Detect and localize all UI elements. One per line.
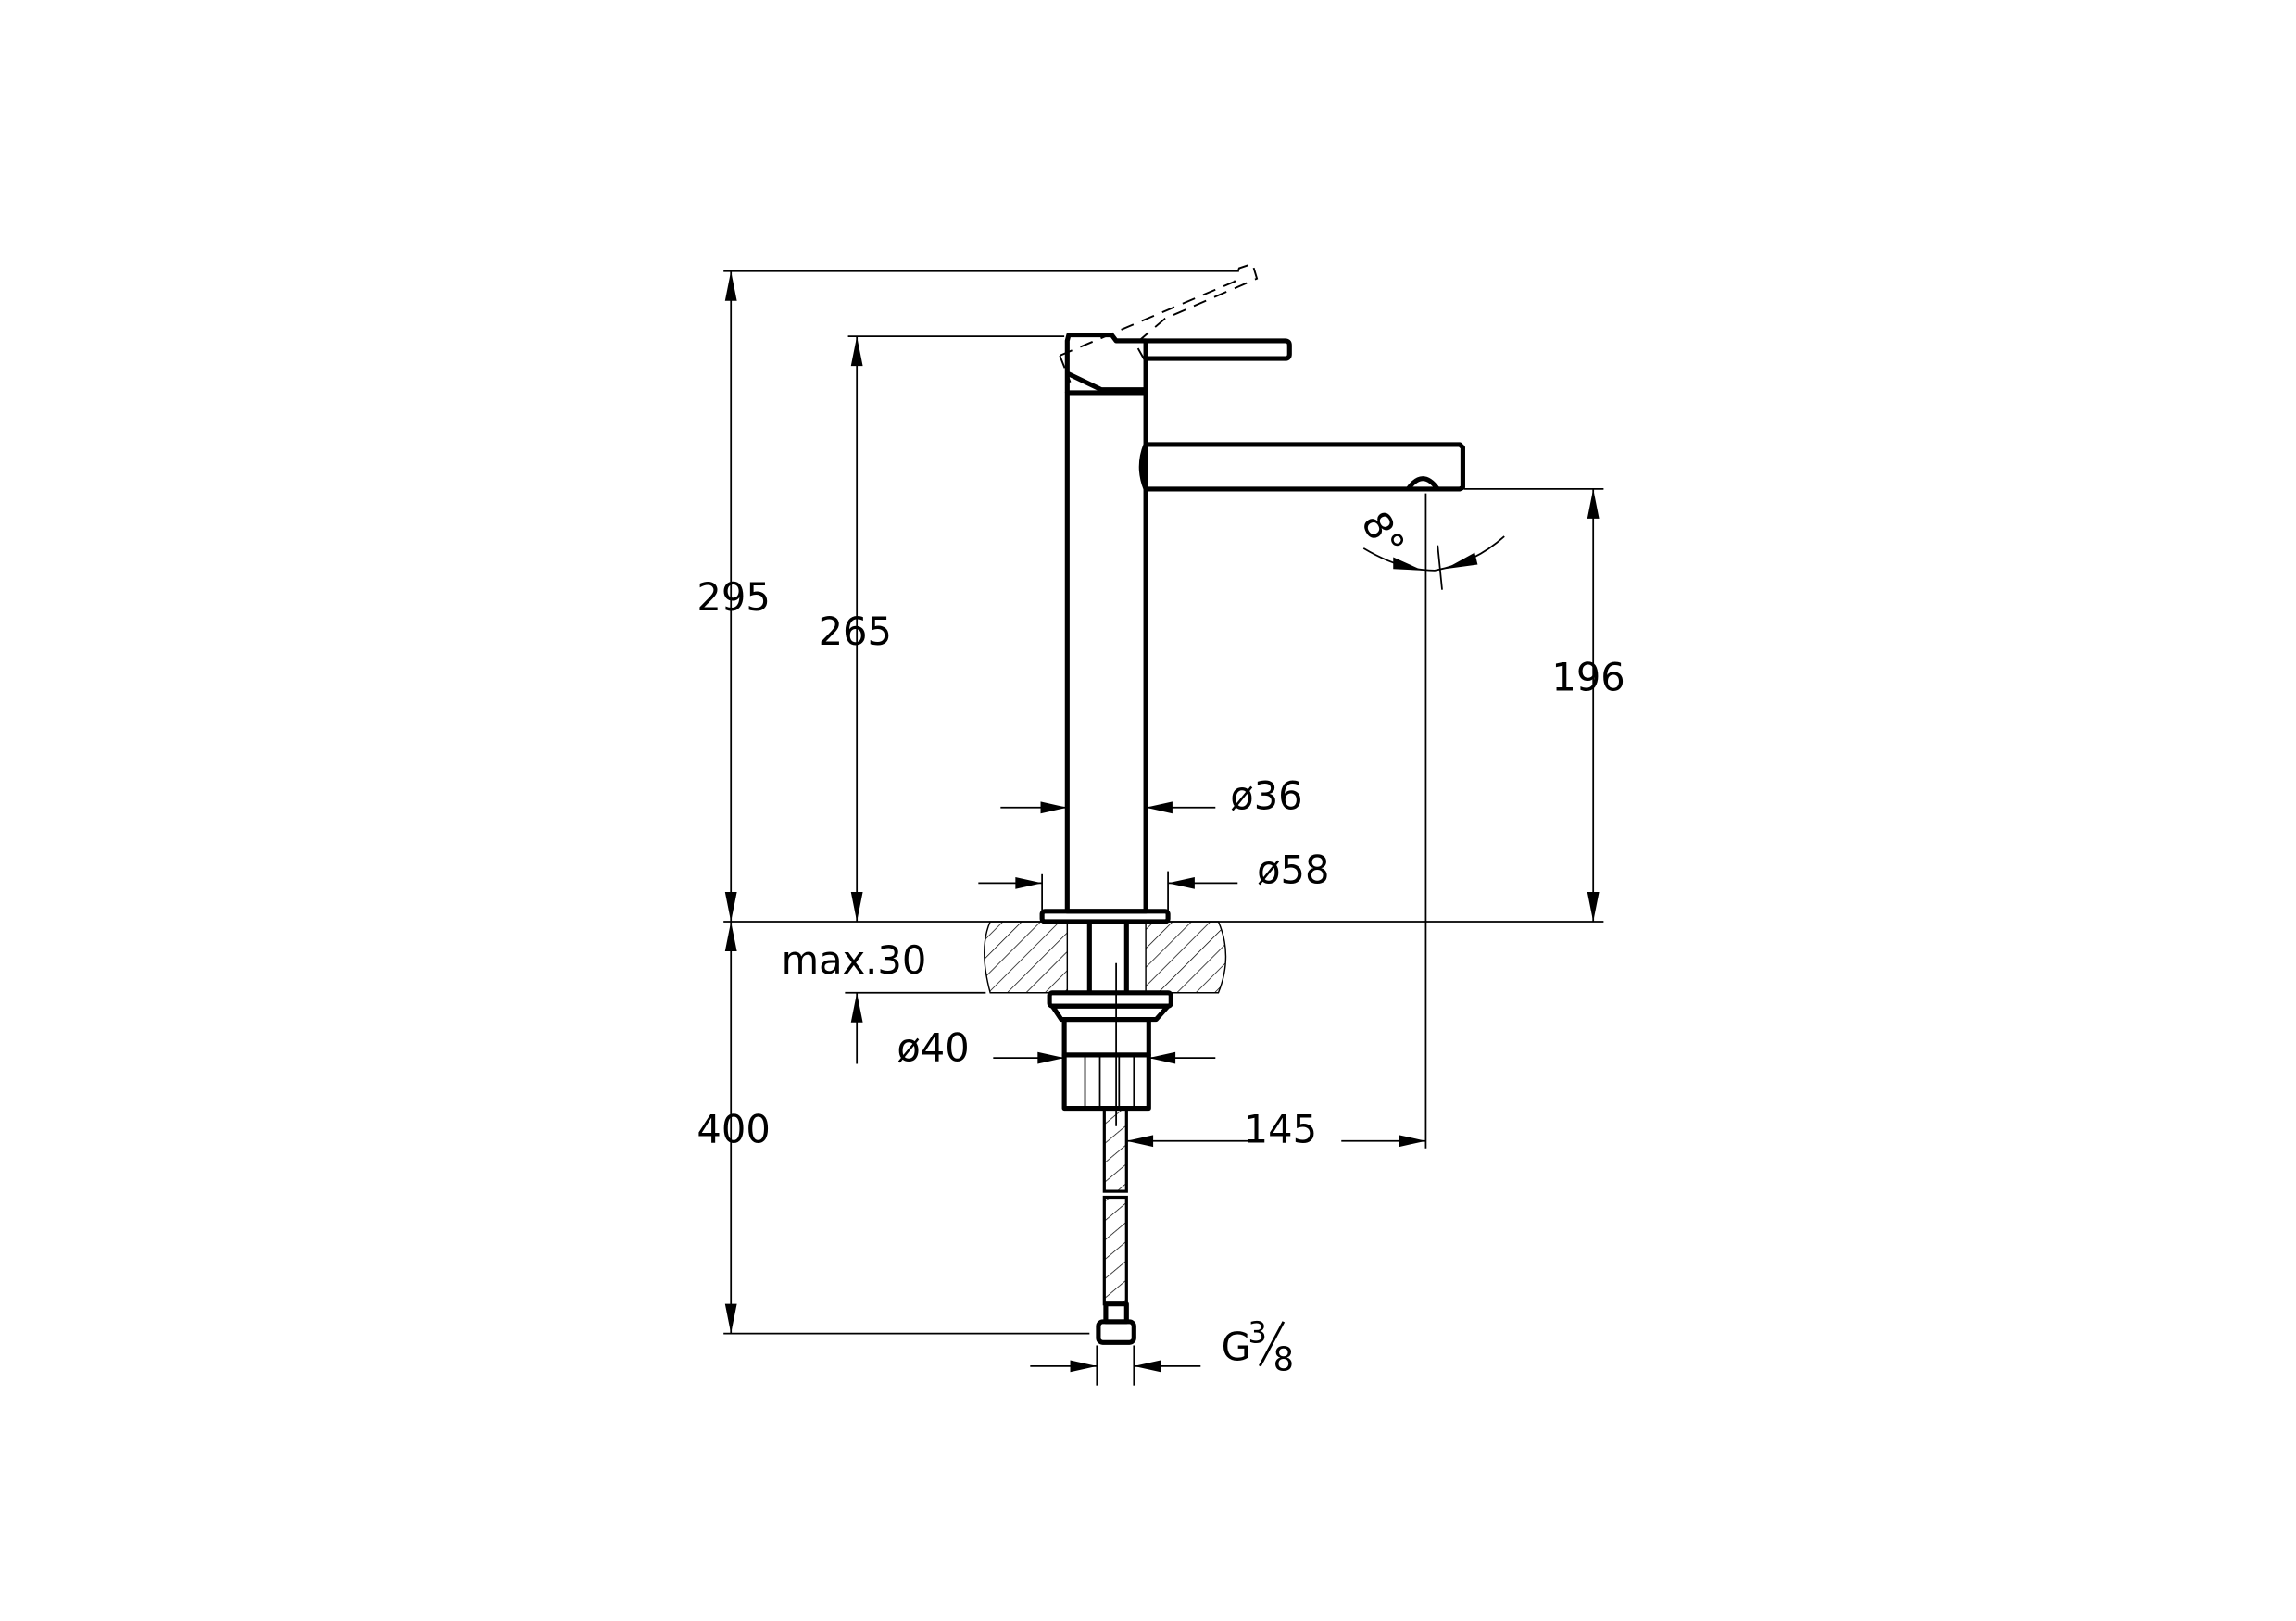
dim-shank-diameter: ø40 — [897, 1024, 969, 1070]
countertop — [723, 921, 1604, 994]
dim-base-diameter: ø58 — [1257, 847, 1329, 892]
dim-spout-reach: 145 — [1244, 1106, 1317, 1151]
dim-spout-angle: 8° — [1352, 504, 1413, 564]
dim-counter-thickness: max.30 — [782, 937, 927, 983]
dim-body-height: 265 — [819, 609, 892, 654]
thread-numerator: 3 — [1248, 1314, 1266, 1350]
dim-body-diameter: ø36 — [1230, 773, 1302, 818]
dim-spout-height: 196 — [1551, 654, 1625, 699]
dim-connection-thread: G 3 8 — [1222, 1314, 1294, 1378]
dim-total-height: 295 — [696, 574, 770, 620]
dimension-lines — [723, 270, 1604, 1386]
thread-letter: G — [1222, 1324, 1251, 1369]
faucet-body — [1039, 262, 1465, 924]
supply-hose — [1096, 1106, 1136, 1345]
thread-denominator: 8 — [1273, 1341, 1294, 1379]
dim-hose-length: 400 — [696, 1106, 770, 1151]
